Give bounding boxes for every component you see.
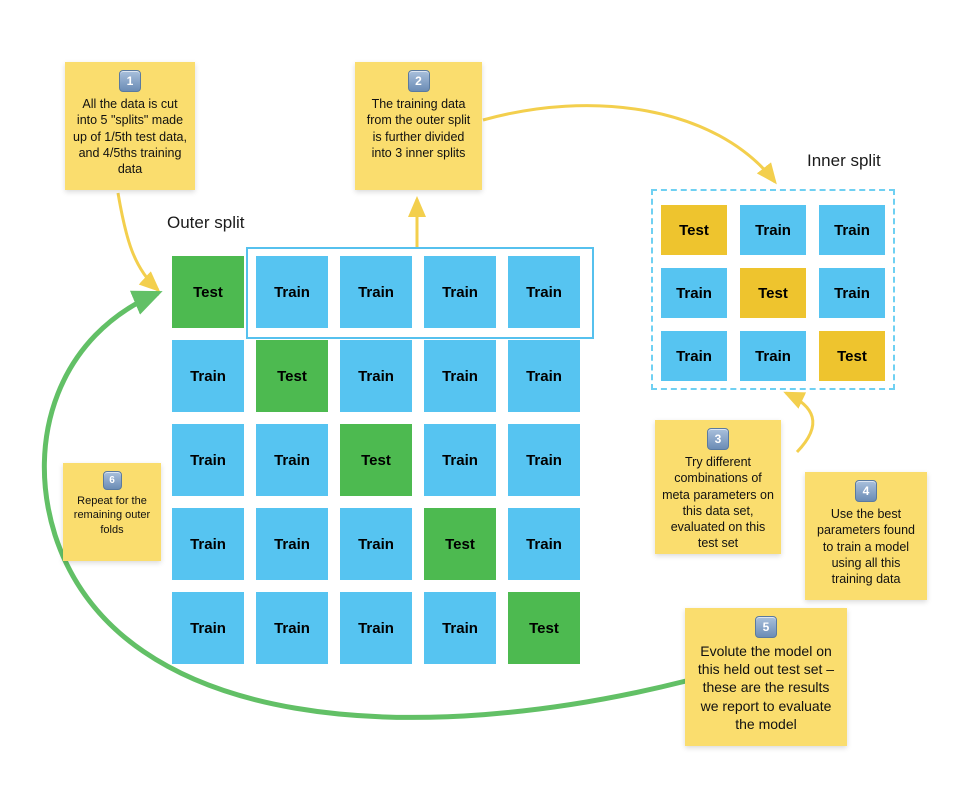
outer-cell: Train bbox=[256, 508, 328, 580]
outer-cell: Test bbox=[172, 256, 244, 328]
inner-cell: Train bbox=[661, 331, 727, 381]
inner-cell: Train bbox=[740, 331, 806, 381]
note-2-text: The training data from the outer split i… bbox=[366, 97, 471, 160]
keycap-4-icon: 4 bbox=[855, 480, 877, 502]
outer-cell: Train bbox=[508, 424, 580, 496]
outer-cell: Train bbox=[256, 424, 328, 496]
outer-cell: Train bbox=[172, 508, 244, 580]
note-6-text: Repeat for the remaining outer folds bbox=[73, 495, 151, 536]
note-1: 1 All the data is cut into 5 "splits" ma… bbox=[65, 62, 195, 190]
arrow-step3 bbox=[783, 391, 815, 454]
outer-cell: Train bbox=[172, 340, 244, 412]
inner-split-grid: Test Train Train Train Test Train Train … bbox=[661, 205, 885, 381]
note-2: 2 The training data from the outer split… bbox=[355, 62, 482, 190]
outer-cell: Train bbox=[424, 256, 496, 328]
inner-split-border bbox=[651, 189, 895, 390]
inner-cell: Test bbox=[740, 268, 806, 318]
outer-cell: Train bbox=[256, 592, 328, 664]
outer-split-grid: Test Train Train Train Train Train Test … bbox=[172, 256, 580, 664]
note-6: 6 Repeat for the remaining outer folds bbox=[63, 463, 161, 561]
keycap-6-icon: 6 bbox=[102, 471, 122, 490]
note-3: 3 Try different combinations of meta par… bbox=[655, 420, 781, 554]
inner-cell: Train bbox=[819, 205, 885, 255]
outer-cell: Train bbox=[340, 592, 412, 664]
keycap-5-icon: 5 bbox=[755, 616, 777, 638]
outer-cell: Train bbox=[340, 508, 412, 580]
note-4: 4 Use the best parameters found to train… bbox=[805, 472, 927, 600]
outer-cell: Train bbox=[256, 256, 328, 328]
inner-cell: Test bbox=[661, 205, 727, 255]
note-5: 5 Evolute the model on this held out tes… bbox=[685, 608, 847, 746]
outer-split-label: Outer split bbox=[167, 213, 245, 232]
outer-cell: Test bbox=[424, 508, 496, 580]
outer-cell: Train bbox=[508, 508, 580, 580]
note-3-text: Try different combinations of meta param… bbox=[662, 455, 774, 551]
outer-cell: Train bbox=[508, 340, 580, 412]
outer-cell: Test bbox=[256, 340, 328, 412]
note-5-text: Evolute the model on this held out test … bbox=[697, 643, 835, 732]
inner-split-label: Inner split bbox=[807, 151, 881, 170]
inner-cell: Train bbox=[819, 268, 885, 318]
note-1-text: All the data is cut into 5 "splits" made… bbox=[73, 97, 187, 176]
inner-cell: Train bbox=[740, 205, 806, 255]
outer-cell: Train bbox=[424, 424, 496, 496]
inner-cell: Train bbox=[661, 268, 727, 318]
outer-cell: Test bbox=[340, 424, 412, 496]
outer-cell: Test bbox=[508, 592, 580, 664]
keycap-3-icon: 3 bbox=[707, 428, 729, 450]
outer-train-row-outline bbox=[246, 247, 594, 339]
outer-cell: Train bbox=[340, 256, 412, 328]
outer-cell: Train bbox=[172, 424, 244, 496]
inner-cell: Test bbox=[819, 331, 885, 381]
keycap-2-icon: 2 bbox=[407, 70, 430, 92]
outer-cell: Train bbox=[340, 340, 412, 412]
keycap-1-icon: 1 bbox=[119, 70, 141, 92]
outer-cell: Train bbox=[172, 592, 244, 664]
note-4-text: Use the best parameters found to train a… bbox=[817, 507, 915, 586]
outer-cell: Train bbox=[424, 592, 496, 664]
arrow-step2-to-inner bbox=[482, 104, 777, 185]
arrow-step1 bbox=[116, 192, 161, 293]
outer-cell: Train bbox=[508, 256, 580, 328]
outer-cell: Train bbox=[424, 340, 496, 412]
